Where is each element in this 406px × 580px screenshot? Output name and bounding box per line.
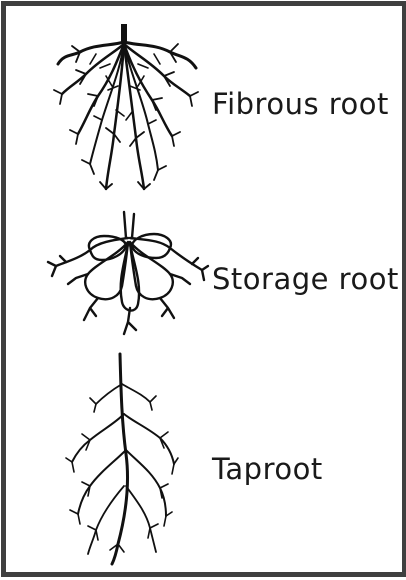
fibrous-root-label: Fibrous root: [212, 87, 389, 121]
storage-root-label: Storage root: [212, 262, 399, 296]
taproot-illustration: [60, 354, 180, 566]
storage-root-illustration: [46, 212, 206, 338]
taproot-label: Taproot: [212, 452, 323, 486]
fibrous-root-illustration: [50, 24, 200, 194]
